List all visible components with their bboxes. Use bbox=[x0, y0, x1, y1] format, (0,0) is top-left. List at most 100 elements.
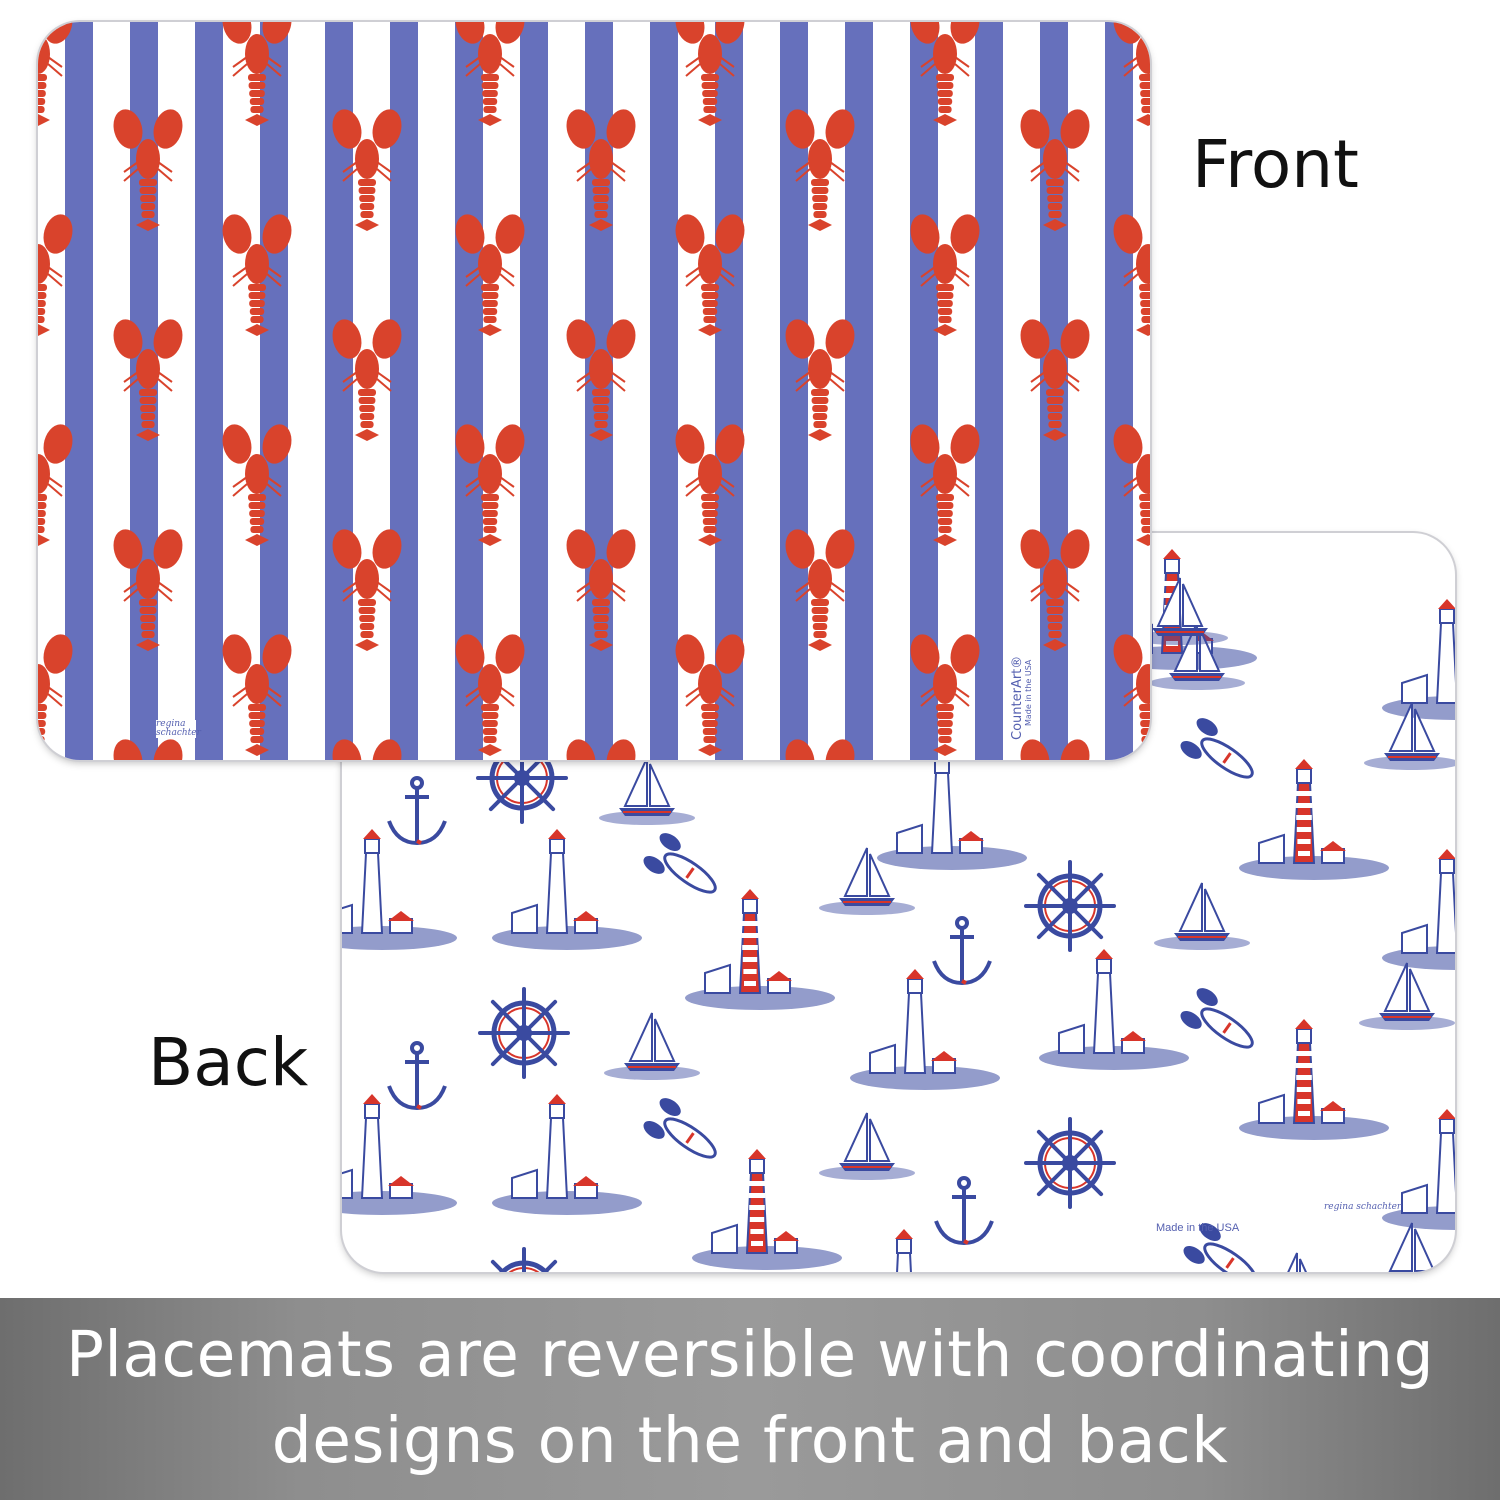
sailboat-icon bbox=[1364, 702, 1455, 770]
caption-line-1: Placemats are reversible with coordinati… bbox=[65, 1318, 1435, 1391]
lobster-icon bbox=[1180, 718, 1254, 779]
lobster-icon bbox=[910, 22, 980, 126]
blue-stripe bbox=[520, 22, 548, 760]
sailboat-icon bbox=[1359, 962, 1455, 1030]
lighthouse-icon bbox=[492, 829, 642, 950]
lobster-icon bbox=[455, 424, 525, 546]
lighthouse-icon bbox=[1239, 1019, 1389, 1140]
lighthouse-icon bbox=[685, 889, 835, 1010]
lighthouse-icon bbox=[1039, 949, 1189, 1070]
lobster-icon bbox=[566, 739, 636, 760]
sailboat-icon bbox=[604, 1012, 700, 1080]
sailboat-icon bbox=[599, 757, 695, 825]
lobster-icon bbox=[1113, 424, 1150, 546]
lobster-icon bbox=[1180, 988, 1254, 1049]
sailboat-icon bbox=[1388, 1222, 1436, 1272]
nautical-pattern bbox=[342, 549, 1455, 1272]
lobster-icon bbox=[785, 109, 855, 231]
lobster-icon bbox=[1020, 739, 1090, 760]
ship-wheel-icon bbox=[1024, 860, 1116, 952]
lobster-icon bbox=[222, 214, 292, 336]
blue-stripe bbox=[650, 22, 678, 760]
ship-wheel-icon bbox=[490, 1247, 558, 1272]
front-placemat: CounterArt® Made in the USA regina schac… bbox=[38, 22, 1150, 760]
sailboat-icon bbox=[1132, 577, 1228, 645]
lighthouse-icon bbox=[1382, 1109, 1455, 1230]
blue-stripe bbox=[975, 22, 1003, 760]
caption-banner: Placemats are reversible with coordinati… bbox=[0, 1298, 1500, 1500]
artist-signature: regina schachter bbox=[1324, 1202, 1402, 1212]
anchor-icon bbox=[932, 916, 992, 986]
lobster-icon bbox=[222, 22, 292, 126]
made-in-usa-text: Made in the USA bbox=[1024, 659, 1033, 726]
lobster-icon bbox=[332, 529, 402, 651]
lobster-icon bbox=[113, 529, 183, 651]
blue-stripe bbox=[845, 22, 873, 760]
anchor-icon bbox=[387, 1041, 447, 1111]
lobster-icon bbox=[38, 214, 73, 336]
lobster-icon bbox=[1183, 1223, 1257, 1272]
lobster-icon bbox=[38, 22, 73, 126]
artist-signature: regina schachter bbox=[156, 719, 201, 738]
sailboat-icon bbox=[819, 847, 915, 915]
lobster-icon bbox=[332, 109, 402, 231]
lobster-icon bbox=[910, 214, 980, 336]
lobster-icon bbox=[113, 319, 183, 441]
counterart-logo: CounterArt® bbox=[1010, 655, 1025, 740]
lobster-icon bbox=[1113, 214, 1150, 336]
lobster-icon bbox=[643, 833, 717, 894]
lighthouse-icon bbox=[877, 749, 1027, 870]
lighthouse-icon bbox=[492, 1094, 642, 1215]
lobster-icon bbox=[1020, 529, 1090, 651]
made-in-usa-text: Made in the USA bbox=[1156, 1222, 1240, 1234]
lighthouse-icon bbox=[895, 1229, 913, 1272]
lobster-icon bbox=[675, 214, 745, 336]
blue-stripe bbox=[195, 22, 223, 760]
anchor-icon bbox=[387, 776, 447, 846]
lobster-icon bbox=[222, 634, 292, 756]
lobster-icon bbox=[785, 739, 855, 760]
sailboat-icon bbox=[1154, 882, 1250, 950]
lighthouse-icon bbox=[342, 829, 457, 950]
lobster-icon bbox=[332, 319, 402, 441]
lighthouse-icon bbox=[1382, 849, 1455, 970]
lighthouse-icon bbox=[342, 1094, 457, 1215]
lobster-icon bbox=[675, 634, 745, 756]
lobster-icon bbox=[1020, 109, 1090, 231]
blue-stripe bbox=[65, 22, 93, 760]
lobster-icon bbox=[675, 22, 745, 126]
lobster-icon bbox=[566, 109, 636, 231]
ship-wheel-icon bbox=[478, 987, 570, 1079]
caption-line-2: designs on the front and back bbox=[271, 1404, 1229, 1477]
lobster-icon bbox=[1113, 22, 1150, 126]
lobster-icon bbox=[785, 529, 855, 651]
front-label: Front bbox=[1192, 126, 1359, 203]
lighthouse-icon bbox=[692, 1149, 842, 1270]
sailboat-icon bbox=[1149, 622, 1245, 690]
lobster-icon bbox=[455, 634, 525, 756]
lighthouse-icon bbox=[1382, 599, 1455, 720]
sailboat-icon bbox=[819, 1112, 915, 1180]
lobster-icon bbox=[910, 634, 980, 756]
lobster-icon bbox=[1020, 319, 1090, 441]
lobster-icon bbox=[1113, 634, 1150, 756]
lobster-icon bbox=[113, 739, 183, 760]
lobster-icon bbox=[785, 319, 855, 441]
lobster-icon bbox=[643, 1098, 717, 1159]
lighthouse-icon bbox=[1239, 759, 1389, 880]
lobster-icon bbox=[38, 424, 73, 546]
anchor-icon bbox=[934, 1176, 994, 1246]
lobster-icon bbox=[332, 739, 402, 760]
back-label: Back bbox=[148, 1024, 309, 1101]
sailboat-icon bbox=[1287, 1252, 1307, 1272]
lobster-icon bbox=[222, 424, 292, 546]
lobster-icon bbox=[566, 529, 636, 651]
lobster-icon bbox=[675, 424, 745, 546]
lighthouse-icon bbox=[850, 969, 1000, 1090]
lobster-icon bbox=[113, 109, 183, 231]
ship-wheel-icon bbox=[1024, 1117, 1116, 1209]
lobster-icon bbox=[566, 319, 636, 441]
blue-stripe bbox=[390, 22, 418, 760]
lobster-icon bbox=[455, 22, 525, 126]
lobster-icon bbox=[455, 214, 525, 336]
